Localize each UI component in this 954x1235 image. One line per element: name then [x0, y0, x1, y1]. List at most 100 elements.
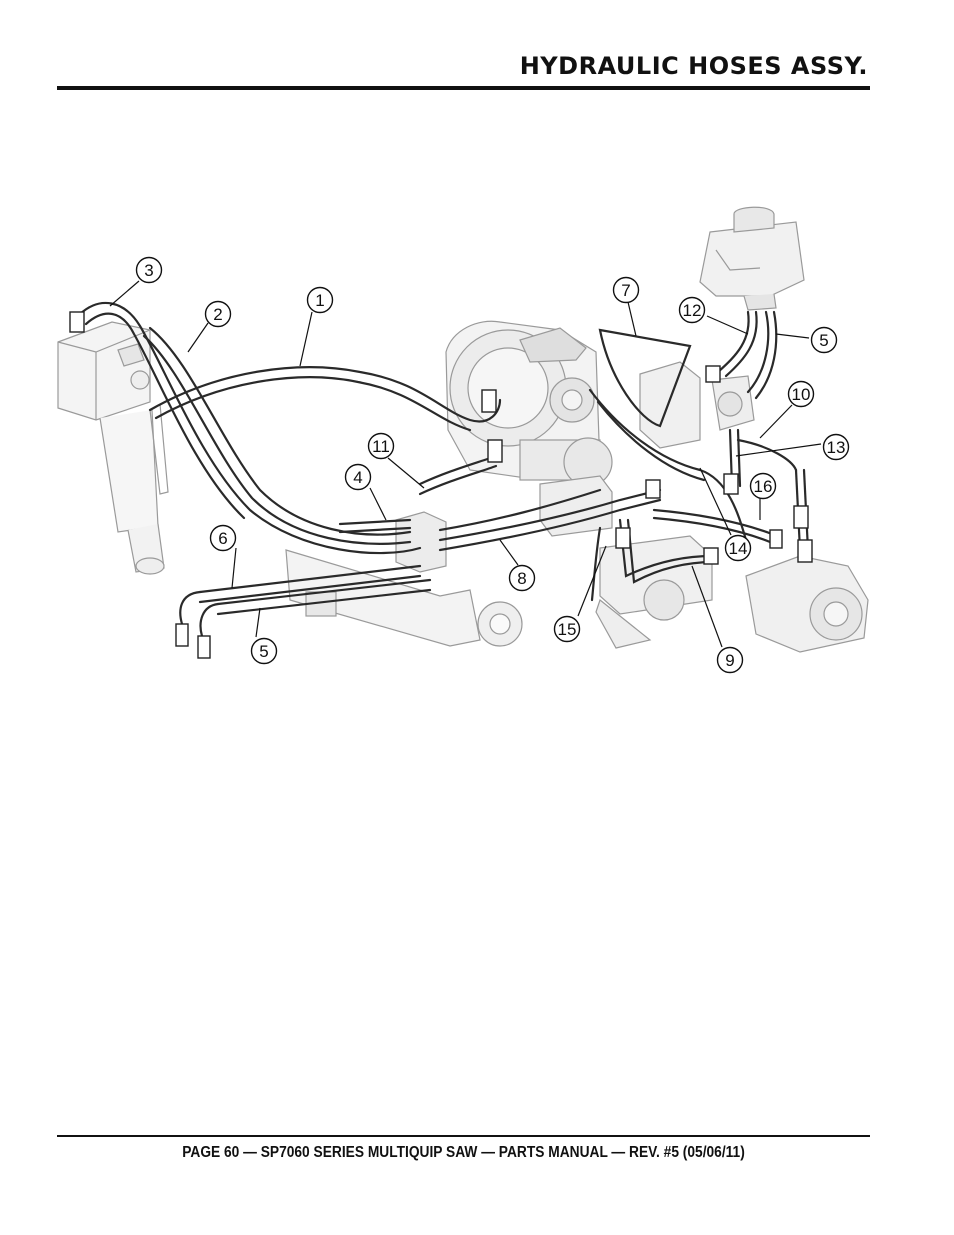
callout-1: 1 [306, 286, 334, 314]
header-rule [57, 86, 870, 90]
callout-label: 3 [144, 261, 153, 280]
callout-circle [367, 432, 395, 460]
hose-4 [338, 518, 412, 534]
hose-3 [78, 301, 422, 555]
fitting [615, 527, 631, 549]
fittings [69, 311, 813, 659]
callout-label: 5 [259, 642, 268, 661]
callout-circle [810, 326, 838, 354]
hose-5-lower [199, 578, 432, 650]
callout-circle [612, 276, 640, 304]
hose-6 [179, 564, 422, 638]
callout-11: 11 [367, 432, 395, 460]
fitting [197, 635, 211, 659]
callout-circle [787, 380, 815, 408]
fitting [705, 365, 721, 383]
callout-label: 5 [819, 331, 828, 350]
callout-circle [250, 637, 278, 665]
fitting [769, 529, 783, 549]
hydraulic-cylinder-lower [285, 549, 523, 647]
callout-4: 4 [344, 463, 372, 491]
callout-circle [204, 300, 232, 328]
callout-12: 12 [678, 296, 706, 324]
footer-text: PAGE 60 — SP7060 SERIES MULTIQUIP SAW — … [182, 1144, 745, 1161]
hose-2 [142, 326, 412, 545]
hydraulic-motor-right [745, 555, 869, 653]
callouts: 3 2 1 7 12 5 10 13 11 4 16 6 14 8 15 5 9 [135, 256, 850, 674]
callout-14: 14 [724, 534, 752, 562]
callout-15: 15 [553, 615, 581, 643]
callout-5: 5 [250, 637, 278, 665]
hoses [78, 301, 810, 650]
callout-3: 3 [135, 256, 163, 284]
hose-1 [148, 366, 502, 432]
callout-2: 2 [204, 300, 232, 328]
callout-circle [135, 256, 163, 284]
callout-circle [508, 564, 536, 592]
callout-circle [678, 296, 706, 324]
hose-8 [438, 488, 662, 552]
callout-7: 7 [612, 276, 640, 304]
callout-16: 16 [749, 472, 777, 500]
callout-label: 14 [729, 539, 748, 558]
callout-label: 13 [827, 438, 846, 457]
callout-label: 6 [218, 529, 227, 548]
callout-10: 10 [787, 380, 815, 408]
callout-9: 9 [716, 646, 744, 674]
hose-12 [716, 310, 758, 378]
callout-13: 13 [822, 433, 850, 461]
hydraulic-cylinder-left [99, 403, 169, 575]
callout-8: 8 [508, 564, 536, 592]
callout-label: 1 [315, 291, 324, 310]
hose-16 [652, 468, 810, 552]
hose-14 [588, 388, 748, 542]
fitting [645, 479, 661, 499]
callout-label: 12 [683, 301, 702, 320]
callout-circle [306, 286, 334, 314]
callout-circle [724, 534, 752, 562]
callout-circle [749, 472, 777, 500]
fitting [175, 623, 189, 647]
callout-circle [344, 463, 372, 491]
fitting [723, 473, 739, 495]
fitting [793, 505, 809, 529]
hose-15 [590, 526, 602, 602]
hose-13 [728, 428, 798, 488]
fitting [481, 389, 497, 413]
callout-6: 6 [209, 524, 237, 552]
callout-circle [822, 433, 850, 461]
callout-label: 9 [725, 651, 734, 670]
manifold [395, 475, 613, 573]
page-title: HYDRAULIC HOSES ASSY. [519, 52, 868, 80]
hose-7 [598, 328, 692, 428]
components [57, 206, 869, 653]
valve-block [57, 321, 151, 421]
callout-label: 15 [558, 620, 577, 639]
engine-flywheel [445, 320, 613, 487]
fitting [797, 539, 813, 563]
callout-label: 4 [353, 468, 362, 487]
hose-9 [618, 518, 716, 584]
hose-11 [418, 454, 498, 496]
footer-rule [57, 1135, 870, 1137]
callout-label: 16 [754, 477, 773, 496]
callout-label: 7 [621, 281, 630, 300]
callout-circle [716, 646, 744, 674]
fitting [69, 311, 85, 333]
callout-label: 10 [792, 385, 811, 404]
fitting [703, 547, 719, 565]
callout-label: 8 [517, 569, 526, 588]
leader-lines [109, 280, 822, 648]
hydraulic-motor-center [595, 535, 713, 649]
filter-block [639, 361, 755, 449]
callout-circle [553, 615, 581, 643]
hose-5-upper [746, 310, 778, 400]
callout-label: 2 [213, 305, 222, 324]
fitting [487, 439, 503, 463]
callout-label: 11 [372, 437, 390, 456]
hydraulic-reservoir [699, 206, 805, 311]
callout-circle [209, 524, 237, 552]
callout-5: 5 [810, 326, 838, 354]
